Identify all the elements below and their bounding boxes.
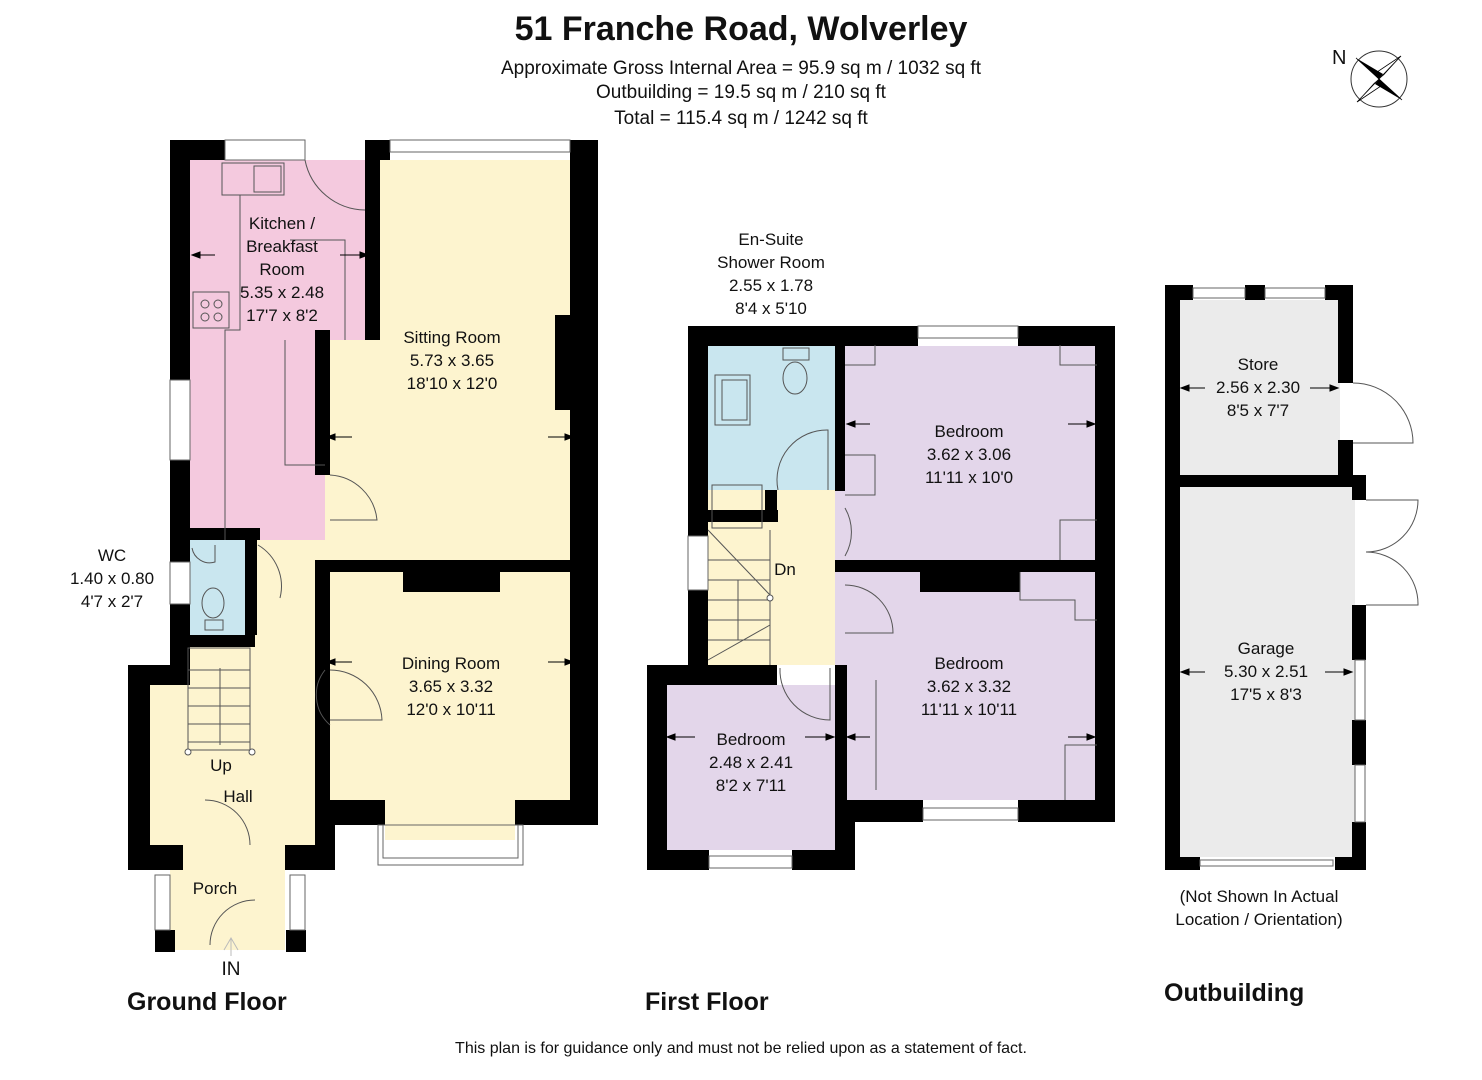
room-label-garage: Garage 5.30 x 2.51 17'5 x 8'3	[1223, 639, 1309, 704]
porch-area	[170, 845, 285, 950]
stairs-down-label: Dn	[774, 560, 796, 579]
room-label-sitting-room: Sitting Room 5.73 x 3.65 18'10 x 12'0	[403, 328, 501, 393]
room-label-kitchen: Kitchen / Breakfast Room 5.35 x 2.48 17'…	[239, 214, 325, 325]
entrance-label: IN	[221, 959, 241, 980]
room-label-store: Store 2.56 x 2.30 8'5 x 7'7	[1215, 355, 1301, 420]
room-label-dining-room: Dining Room 3.65 x 3.32 12'0 x 10'11	[401, 654, 501, 719]
dining-room-area	[330, 572, 575, 800]
gross-area-text: Approximate Gross Internal Area = 95.9 s…	[500, 58, 981, 79]
plan-title: 51 Franche Road, Wolverley	[514, 10, 968, 48]
disclaimer-text: This plan is for guidance only and must …	[455, 1040, 1027, 1057]
outbuilding-area-text: Outbuilding = 19.5 sq m / 210 sq ft	[596, 82, 886, 103]
room-label-ensuite: En-Suite Shower Room 2.55 x 1.78 8'4 x 5…	[717, 230, 825, 318]
room-label-bedroom-3: Bedroom 2.48 x 2.41 8'2 x 7'11	[708, 730, 794, 795]
bedroom-1-area	[835, 346, 1097, 560]
compass-rose-icon	[1350, 50, 1408, 108]
room-label-bedroom-1: Bedroom 3.62 x 3.06 11'11 x 10'0	[924, 422, 1014, 487]
outbuilding-plan	[1165, 285, 1419, 870]
ground-floor-plan	[128, 139, 598, 952]
sitting-room-area	[325, 160, 575, 560]
first-floor-plan	[647, 325, 1115, 870]
ground-floor-heading: Ground Floor	[127, 988, 287, 1016]
outbuilding-location-note: (Not Shown In Actual Location / Orientat…	[1175, 887, 1343, 929]
bedroom-3-area	[667, 685, 837, 850]
ensuite-area	[708, 346, 835, 511]
room-label-bedroom-2: Bedroom 3.62 x 3.32 11'11 x 10'11	[920, 654, 1018, 719]
room-label-wc: WC 1.40 x 0.80 4'7 x 2'7	[69, 546, 155, 611]
stairs-up-label: Up	[210, 756, 232, 775]
room-label-hall: Hall	[223, 787, 253, 806]
total-area-text: Total = 115.4 sq m / 1242 sq ft	[614, 108, 868, 129]
first-floor-heading: First Floor	[645, 988, 769, 1016]
wc-area	[190, 540, 255, 635]
compass-north-label: N	[1332, 47, 1347, 69]
room-label-porch: Porch	[192, 879, 238, 898]
outbuilding-heading: Outbuilding	[1164, 979, 1305, 1007]
bedroom-2-area	[835, 570, 1097, 800]
